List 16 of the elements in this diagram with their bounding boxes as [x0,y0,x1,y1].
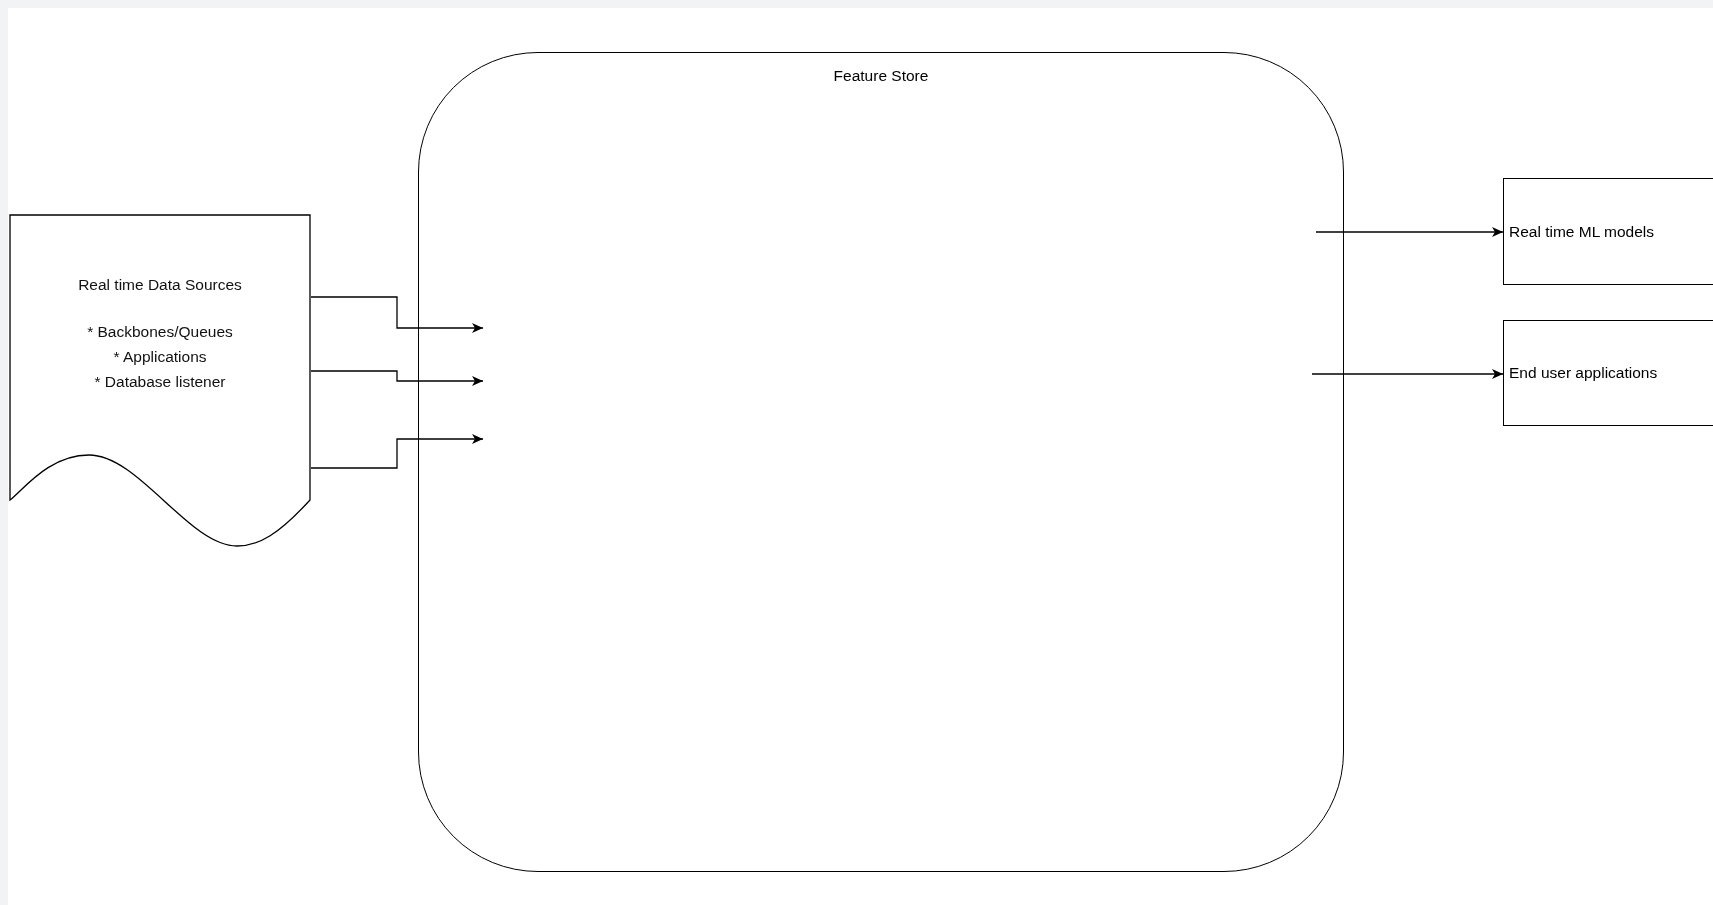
arrow [310,296,484,333]
document-shape [9,214,311,547]
arrow [1315,227,1504,237]
process-box [1503,320,1713,426]
arrow [310,434,484,469]
rounded-container [418,52,1344,872]
arrow [1311,369,1504,379]
list-item: * Backbones/Queues [87,322,233,342]
container-title: Feature Store [833,66,929,86]
process-box [1503,178,1713,285]
box-label: End user applications [1509,363,1658,384]
node-title: Real time Data Sources [78,275,242,295]
box-label: Real time ML models [1509,221,1654,242]
list-item: * Database listener [94,372,226,392]
list-item: * Applications [113,347,207,367]
arrow [310,370,484,386]
